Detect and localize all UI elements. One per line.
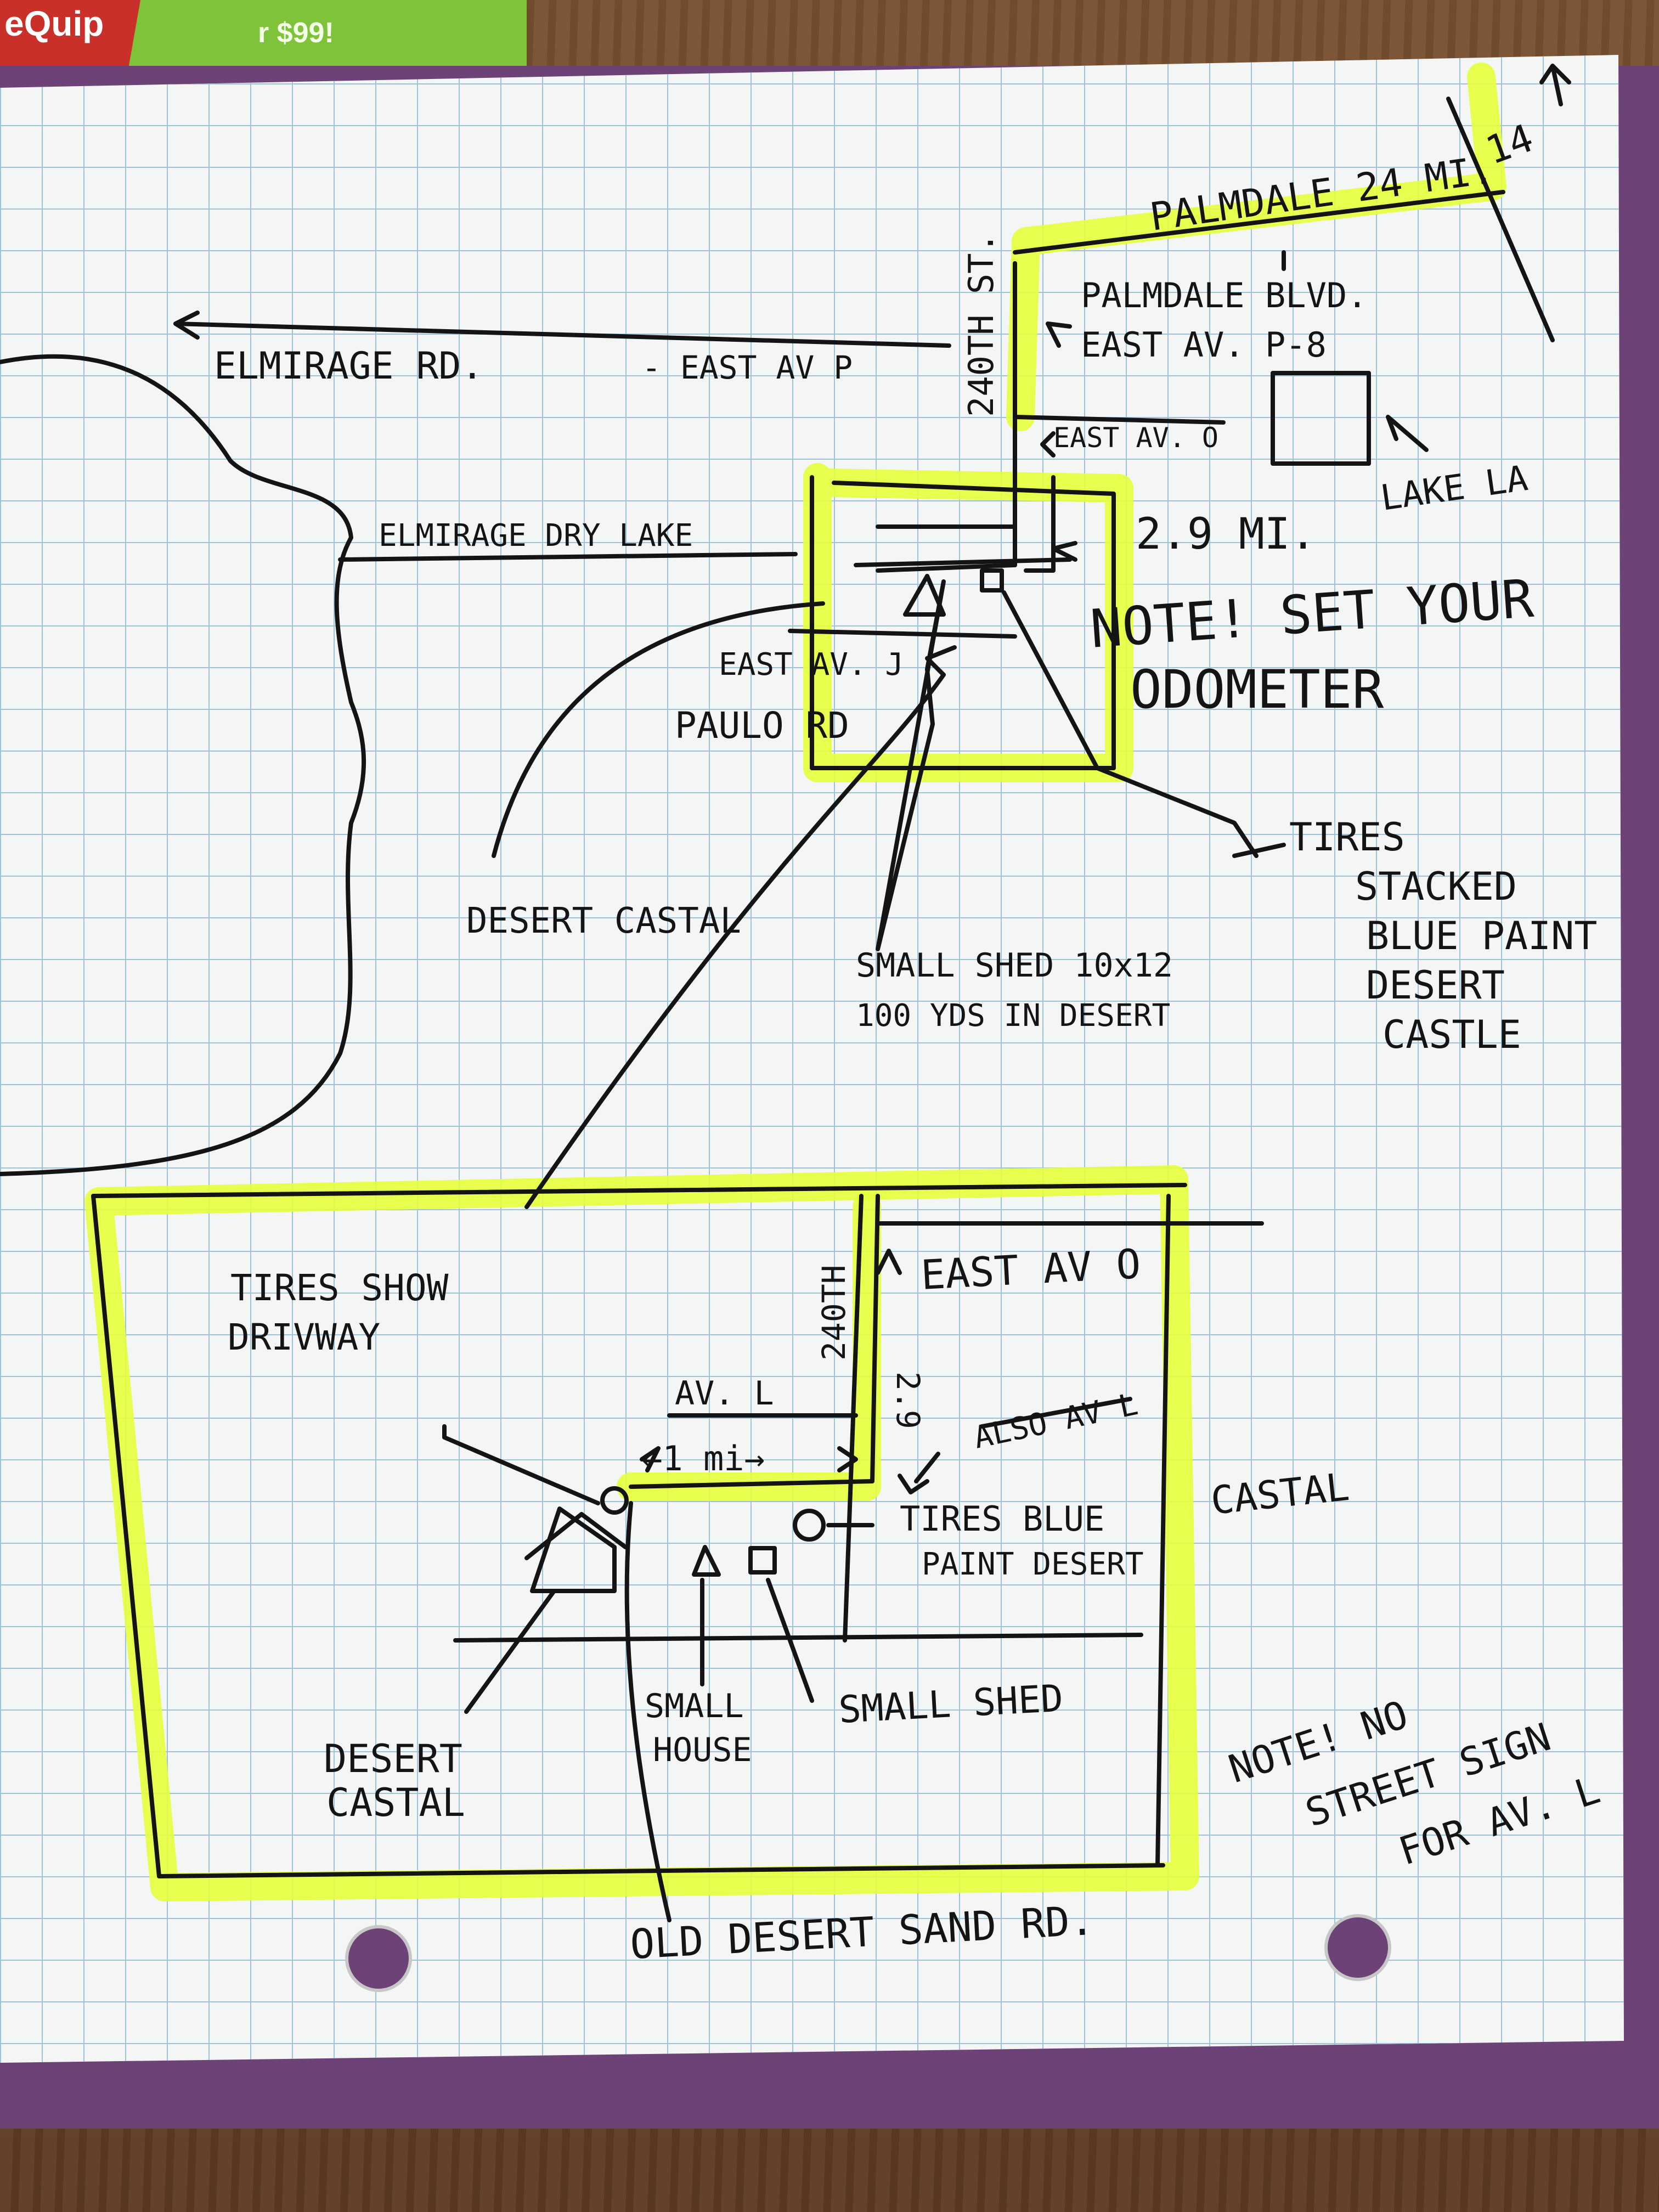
binder-hole-right xyxy=(1324,1914,1391,1981)
east-av-p8-label: EAST AV. P-8 xyxy=(1081,325,1327,365)
av-l-label: AV. L xyxy=(675,1374,774,1413)
map-labels: PALMDALE 24 MI. 14 PALMDALE BLVD. EAST A… xyxy=(214,115,1605,1968)
small-shed-line-1: SMALL SHED 10x12 xyxy=(856,946,1173,985)
odometer-note-line-2: ODOMETER xyxy=(1130,659,1384,720)
east-av-o-label: EAST AV. O xyxy=(1053,422,1218,454)
detail-east-av-o-label: EAST AV O xyxy=(919,1240,1142,1299)
elmirage-rd-label: ELMIRAGE RD. xyxy=(214,345,483,388)
east-av-j-label: EAST AV. J xyxy=(719,647,904,682)
small-house-line-1: SMALL xyxy=(645,1687,744,1725)
one-mile-label: ←1 mi→ xyxy=(642,1438,765,1479)
tires-blue-line-1: TIRES BLUE xyxy=(900,1499,1104,1539)
detail-desert-castal-line-2: CASTAL xyxy=(326,1780,465,1825)
flyer-brand-text: eQuip xyxy=(4,4,104,43)
small-shed-line-2: 100 YDS IN DESERT xyxy=(856,998,1170,1034)
tires-note-line-2: STACKED xyxy=(1355,864,1517,909)
tires-note-line-1: TIRES xyxy=(1289,815,1405,860)
binder-hole-left xyxy=(345,1925,412,1992)
street-240th-label: 240TH ST. xyxy=(961,233,1001,417)
distance-2-9-label: 2.9 MI. xyxy=(1136,510,1316,559)
tires-note-line-5: CASTLE xyxy=(1383,1012,1521,1057)
east-av-p-label: - EAST AV P xyxy=(642,349,853,386)
tires-show-line-2: DRIVWAY xyxy=(228,1316,380,1358)
tires-show-line-1: TIRES SHOW xyxy=(230,1267,449,1309)
detail-desert-castal-line-1: DESERT xyxy=(324,1736,462,1781)
detail-2-9-label: 2.9 xyxy=(889,1372,927,1429)
tires-note-line-3: BLUE PAINT xyxy=(1366,913,1597,958)
paulo-rd-label: PAULO RD xyxy=(675,704,849,747)
tires-blue-line-2: PAINT DESERT xyxy=(922,1547,1144,1582)
detail-240th-label: 240TH xyxy=(815,1265,853,1361)
small-house-line-2: HOUSE xyxy=(653,1731,752,1769)
flyer-promo-text: r $99! xyxy=(258,17,334,49)
elmirage-dry-lake-label: ELMIRAGE DRY LAKE xyxy=(379,518,693,554)
desert-castal-label: DESERT CASTAL xyxy=(466,901,741,941)
tires-note-line-4: DESERT xyxy=(1366,963,1505,1008)
palmdale-blvd-label: PALMDALE BLVD. xyxy=(1081,275,1368,315)
top-map-ink xyxy=(0,64,1571,1209)
detail-map-ink xyxy=(91,1183,1264,1922)
